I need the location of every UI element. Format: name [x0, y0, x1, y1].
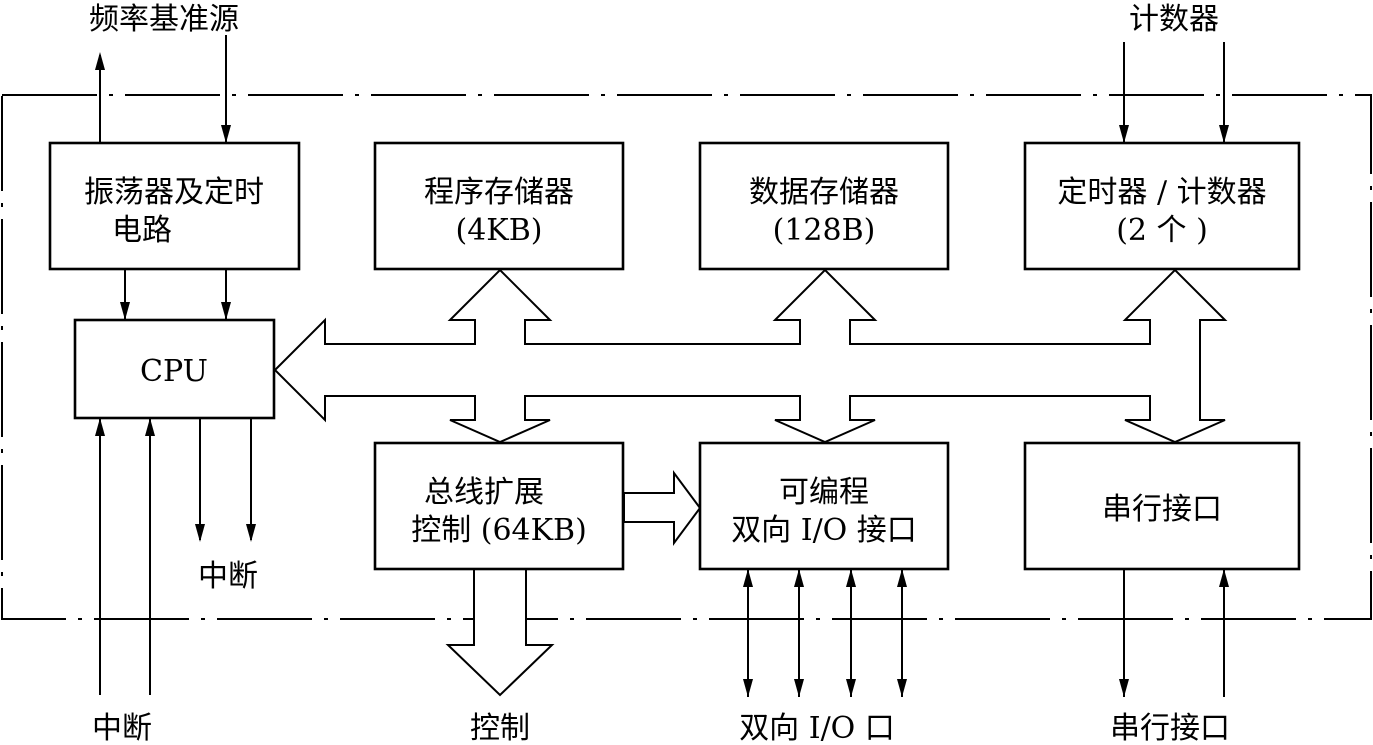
- cpu-label: CPU: [140, 354, 208, 389]
- arrow-down-icon: [1219, 125, 1229, 143]
- arrow-up-icon: [1219, 569, 1229, 587]
- serial-interface-label: 串行接口: [1102, 492, 1222, 527]
- bus-control-label-line1: 总线扩展: [424, 475, 544, 510]
- counter-input-label: 计数器: [1129, 2, 1219, 37]
- bus-control-label-line2: 控制 (64KB): [411, 513, 587, 548]
- data-memory-label-line2: (128B): [773, 213, 876, 248]
- arrow-up-icon: [95, 52, 105, 70]
- bus-control-to-io-arrow: [623, 469, 702, 547]
- timer-counter-label-line1: 定时器 / 计数器: [1057, 175, 1266, 210]
- control-output-label: 控制: [470, 711, 530, 745]
- signal-lines: [99, 35, 1225, 697]
- program-memory-label-line2: (4KB): [456, 213, 543, 248]
- arrow-down-icon: [897, 679, 907, 697]
- bidir-io-port-label: 双向 I/O 口: [739, 711, 895, 745]
- serial-interface-block: [1023, 441, 1301, 571]
- chip-boundary: [1, 94, 1372, 620]
- programmable-io-label-line1: 可编程: [779, 475, 869, 510]
- timer-counter-block: [1023, 141, 1301, 271]
- programmable-io-block: [698, 441, 950, 571]
- program-memory-label-line1: 程序存储器: [424, 175, 574, 210]
- control-output-arrow: [445, 567, 555, 697]
- interrupt-output-label: 中断: [198, 559, 258, 594]
- arrow-up-icon: [743, 569, 753, 587]
- programmable-io-label-line2: 双向 I/O 接口: [731, 513, 917, 548]
- arrow-down-icon: [120, 302, 130, 320]
- arrowheads: [95, 52, 1229, 697]
- internal-bus: [273, 268, 1228, 444]
- arrow-down-icon: [195, 524, 205, 542]
- freq-source-label: 频率基准源: [89, 2, 239, 37]
- arrow-down-icon: [743, 679, 753, 697]
- arrow-down-icon: [1119, 125, 1129, 143]
- arrow-up-icon: [846, 569, 856, 587]
- arrow-up-icon: [95, 418, 105, 436]
- arrow-down-icon: [246, 524, 256, 542]
- arrow-up-icon: [794, 569, 804, 587]
- oscillator-label-line2: 电路: [112, 213, 172, 248]
- arrow-down-icon: [221, 302, 231, 320]
- oscillator-block: [48, 141, 301, 271]
- bus-control-block: [373, 441, 625, 571]
- arrow-down-icon: [794, 679, 804, 697]
- interrupt-input-label: 中断: [92, 711, 152, 745]
- arrow-up-icon: [145, 418, 155, 436]
- arrow-down-icon: [846, 679, 856, 697]
- arrow-down-icon: [1119, 679, 1129, 697]
- program-memory-block: [373, 141, 625, 271]
- data-memory-label-line1: 数据存储器: [749, 175, 899, 210]
- arrow-down-icon: [221, 125, 231, 143]
- arrow-up-icon: [897, 569, 907, 587]
- data-memory-block: [698, 141, 950, 271]
- oscillator-label-line1: 振荡器及定时: [84, 175, 264, 210]
- timer-counter-label-line2: (2 个 ): [1116, 213, 1208, 248]
- cpu-block: [73, 318, 276, 420]
- serial-port-label: 串行接口: [1110, 711, 1230, 745]
